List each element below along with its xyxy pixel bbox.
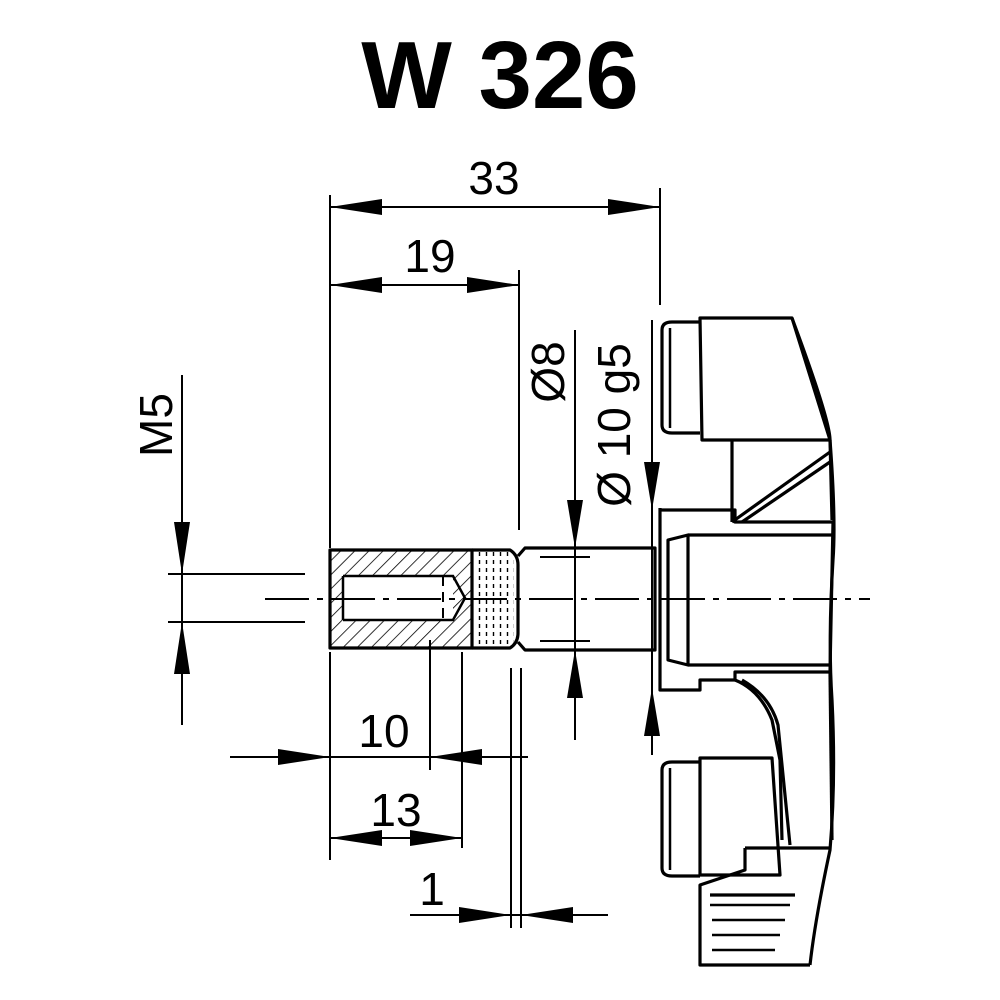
dimension-m5: M5 <box>130 375 305 725</box>
motor-housing <box>658 316 836 967</box>
dimension-m5-label: M5 <box>130 393 182 457</box>
dimension-1: 1 <box>410 668 608 928</box>
drawing-title: W 326 <box>361 22 638 129</box>
dimension-19-label: 19 <box>404 230 455 282</box>
dimension-19: 19 <box>330 230 520 530</box>
shaft <box>265 546 870 652</box>
dimension-33: 33 <box>329 152 661 548</box>
dimension-10-label: 10 <box>358 705 409 757</box>
dimension-33-label: 33 <box>468 152 519 204</box>
dimension-1-label: 1 <box>419 863 445 915</box>
dimension-dia-8: Ø8 <box>522 330 583 740</box>
dimension-dia-8-label: Ø8 <box>522 341 574 402</box>
dimension-dia-10-label: Ø 10 g5 <box>588 343 640 507</box>
dimension-dia-10-g5: Ø 10 g5 <box>588 320 660 755</box>
dimension-13-label: 13 <box>370 784 421 836</box>
dimension-10: 10 <box>230 640 528 860</box>
dimension-13: 13 <box>330 652 463 848</box>
